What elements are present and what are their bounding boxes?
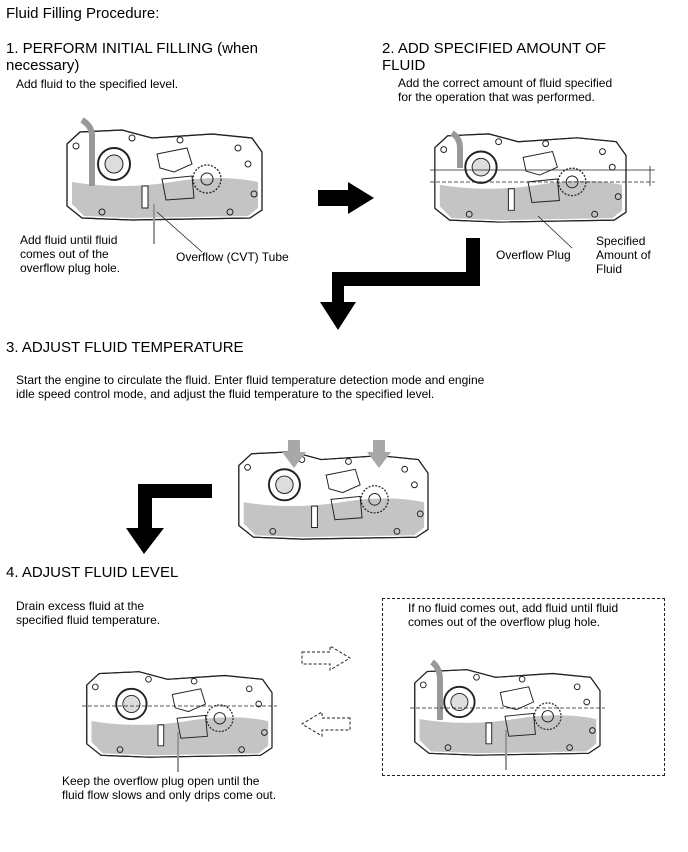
step-4-refill-figure bbox=[410, 659, 605, 770]
step-1-transmission-figure bbox=[66, 117, 263, 253]
step-1-label-add-fluid: Add fluid until fluid comes out of the o… bbox=[20, 233, 121, 275]
step-4-description: Drain excess fluid at the specified flui… bbox=[16, 599, 161, 627]
step-4-drain-figure bbox=[82, 670, 277, 772]
dashed-arrow-right bbox=[301, 645, 351, 671]
step-1-label-overflow-tube: Overflow (CVT) Tube bbox=[176, 250, 289, 264]
step-3-transmission-figure bbox=[237, 440, 429, 541]
alternative-box bbox=[382, 598, 665, 776]
step-3-heading: 3. ADJUST FLUID TEMPERATURE bbox=[6, 339, 244, 356]
page-title: Fluid Filling Procedure: bbox=[6, 5, 160, 22]
step-4-heading: 4. ADJUST FLUID LEVEL bbox=[6, 564, 179, 581]
arrow-elbow-3-to-4 bbox=[126, 484, 212, 554]
arrow-elbow-2-to-3 bbox=[320, 238, 480, 330]
step-4-alternative: If no fluid comes out, add fluid until f… bbox=[408, 601, 619, 629]
step-2-description: Add the correct amount of fluid specifie… bbox=[398, 76, 613, 104]
step-1-heading: 1. PERFORM INITIAL FILLING (when necessa… bbox=[6, 40, 259, 75]
heat-rise-left-icon bbox=[282, 440, 306, 468]
heat-rise-right-icon bbox=[367, 440, 391, 468]
step-2-label-specified-amount: Specified Amount of Fluid bbox=[596, 234, 651, 276]
step-4-note: Keep the overflow plug open until the fl… bbox=[62, 774, 277, 802]
arrow-right-1-to-2 bbox=[318, 182, 374, 214]
step-2-label-overflow-plug: Overflow Plug bbox=[496, 248, 571, 262]
step-2-transmission-figure bbox=[430, 130, 655, 249]
step-3-description: Start the engine to circulate the fluid.… bbox=[16, 373, 485, 401]
step-1-description: Add fluid to the specified level. bbox=[16, 77, 179, 91]
step-2-heading: 2. ADD SPECIFIED AMOUNT OF FLUID bbox=[382, 40, 606, 75]
dashed-arrow-left bbox=[301, 711, 351, 737]
